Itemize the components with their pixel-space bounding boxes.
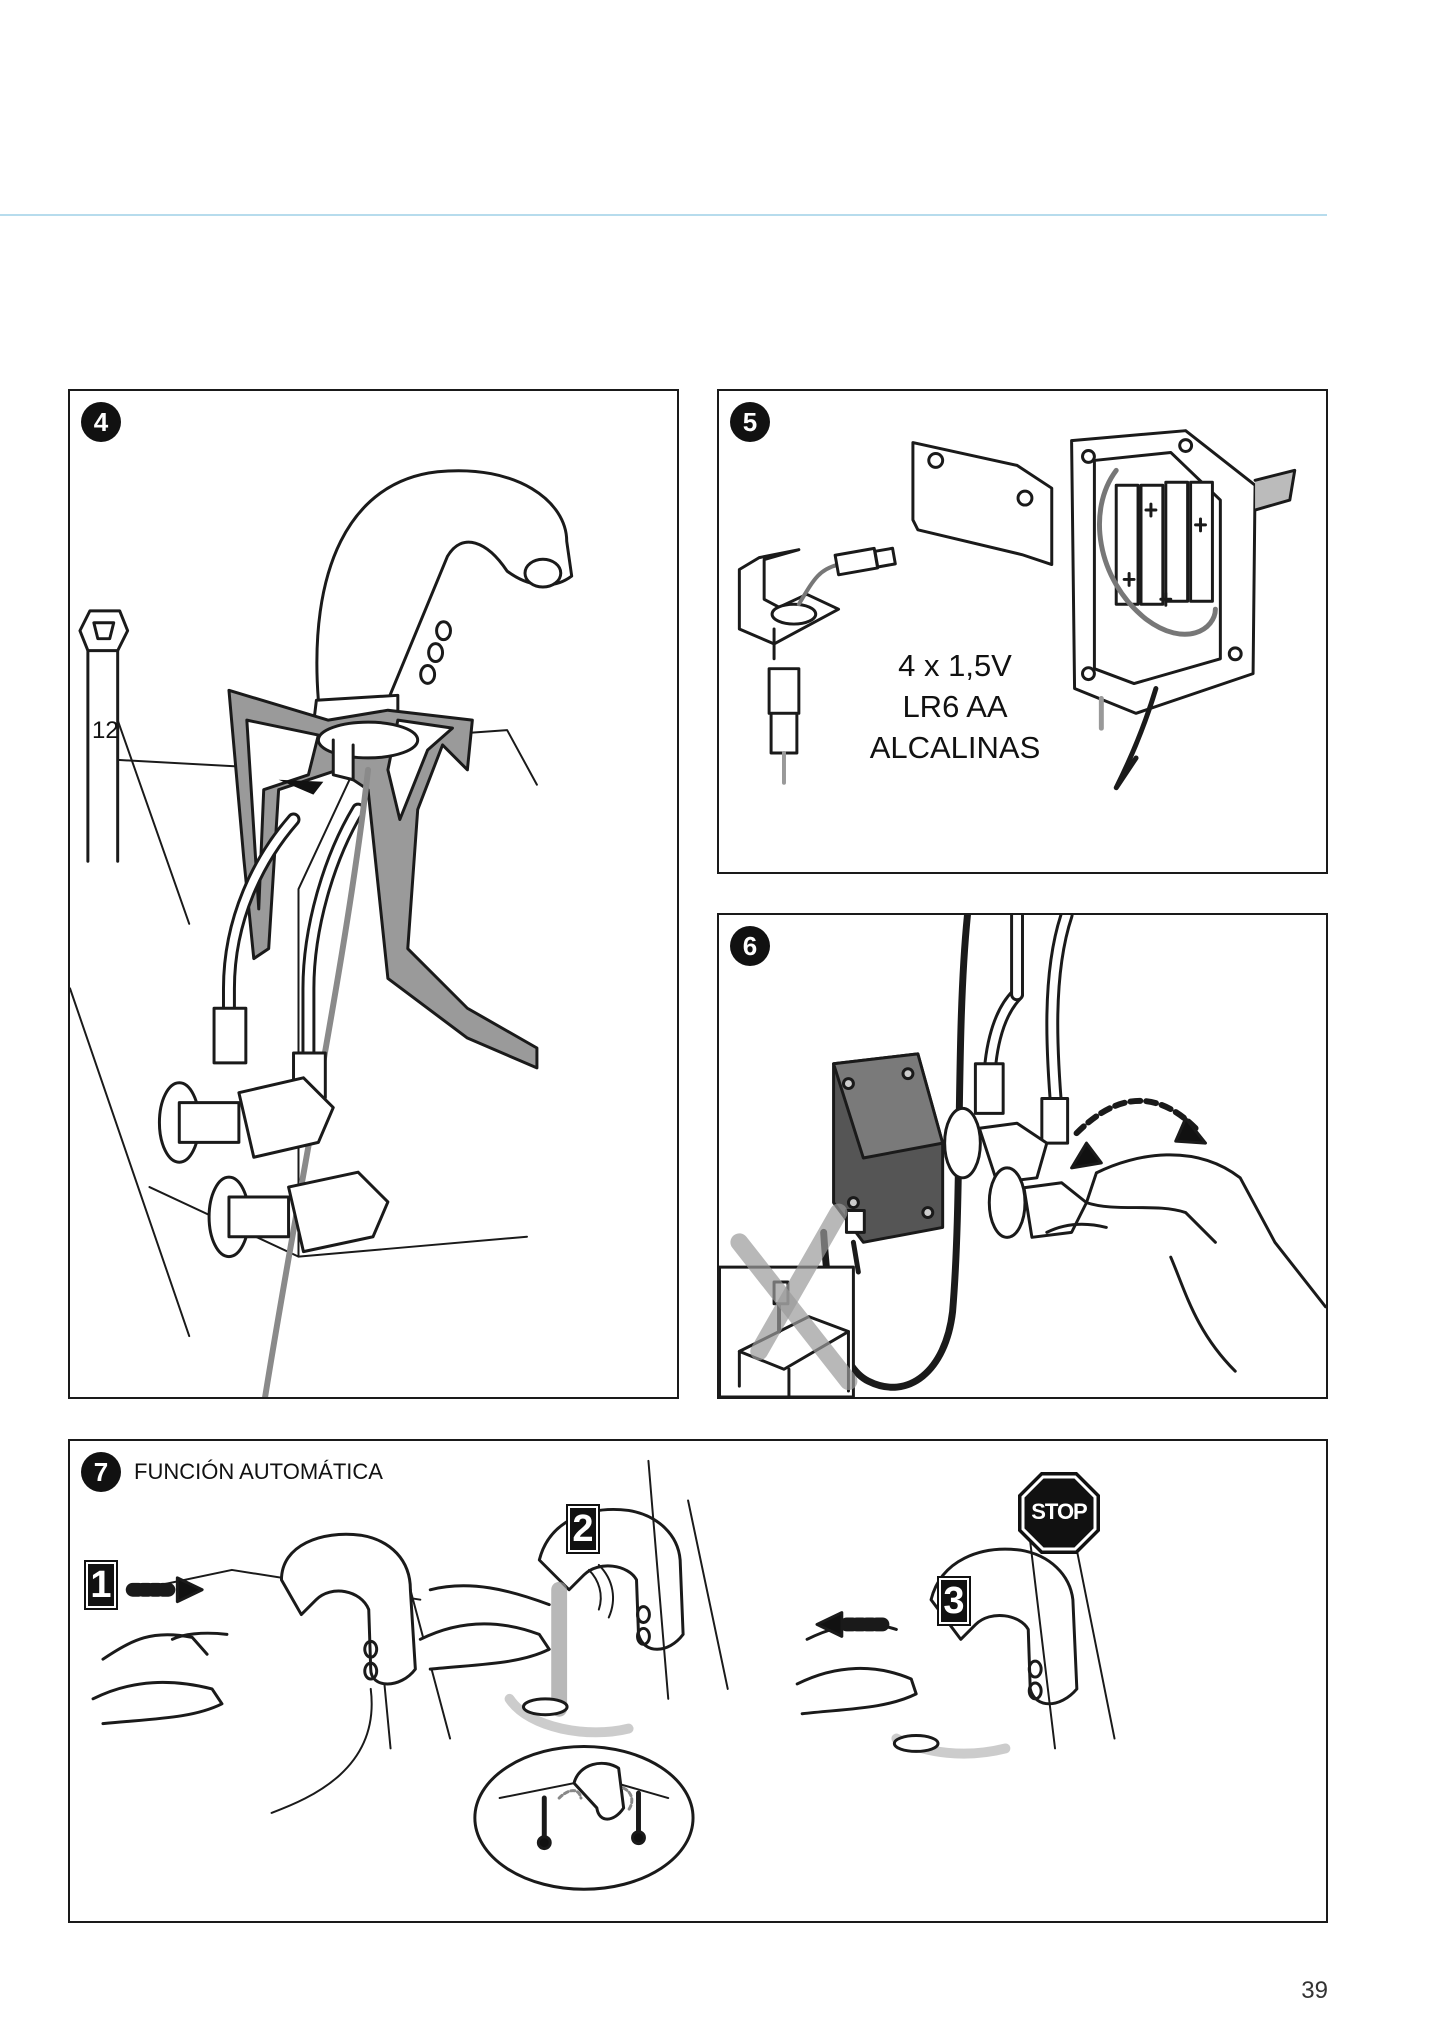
step-6-badge: 6 <box>730 926 770 966</box>
step-7-badge: 7 <box>81 1452 121 1492</box>
header-rule <box>0 214 1327 216</box>
battery-spec-text: 4 x 1,5V LR6 AA ALCALINAS <box>839 645 1071 768</box>
sub-step-1-label: 1 <box>84 1560 118 1610</box>
step-7-title: FUNCIÓN AUTOMÁTICA <box>134 1459 383 1484</box>
step-5-badge: 5 <box>730 402 770 442</box>
control-box-mounting-illustration <box>719 915 1326 1397</box>
battery-spec-line-3: ALCALINAS <box>869 730 1041 765</box>
page-number: 39 <box>1301 1977 1328 2004</box>
step-4-badge: 4 <box>81 402 121 442</box>
step-4-panel: 4 <box>68 389 679 1399</box>
step-7-panel: 7 FUNCIÓN AUTOMÁTICA <box>68 1439 1328 1923</box>
automatic-function-illustration <box>91 1459 1116 1891</box>
battery-spec-line-2: LR6 AA <box>902 689 1008 724</box>
faucet-installation-illustration <box>70 469 574 1397</box>
battery-spec-line-1: 4 x 1,5V <box>898 648 1012 683</box>
sub-step-3-label: 3 <box>937 1576 971 1626</box>
step-6-panel: 6 <box>717 913 1328 1399</box>
battery-box-illustration <box>737 429 1297 791</box>
step-5-panel: 5 <box>717 389 1328 874</box>
wrench-size-label: 12 <box>92 717 119 744</box>
stop-sign-icon: STOP <box>1016 1470 1102 1556</box>
stop-sign-text: STOP <box>1031 1499 1088 1524</box>
sub-step-2-label: 2 <box>566 1504 600 1554</box>
